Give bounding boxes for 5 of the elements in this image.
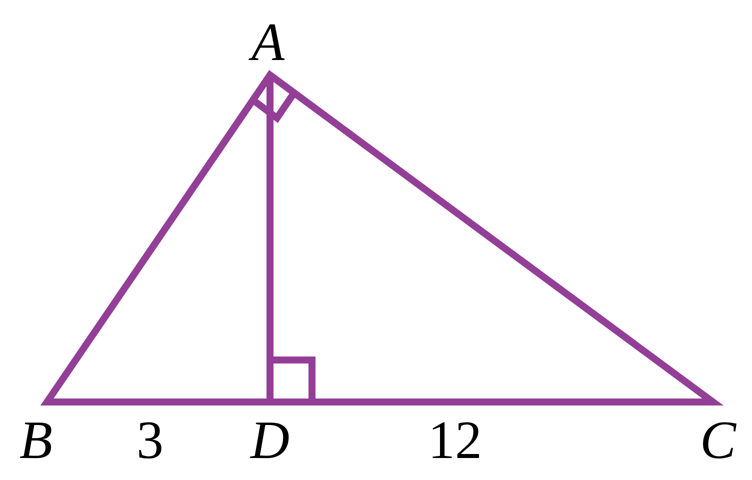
vertex-label: B [20,413,52,467]
length-label: 3 [136,413,164,467]
vertex-label: D [250,413,290,467]
vertex-label: C [700,413,736,467]
length-label: 12 [428,413,482,467]
